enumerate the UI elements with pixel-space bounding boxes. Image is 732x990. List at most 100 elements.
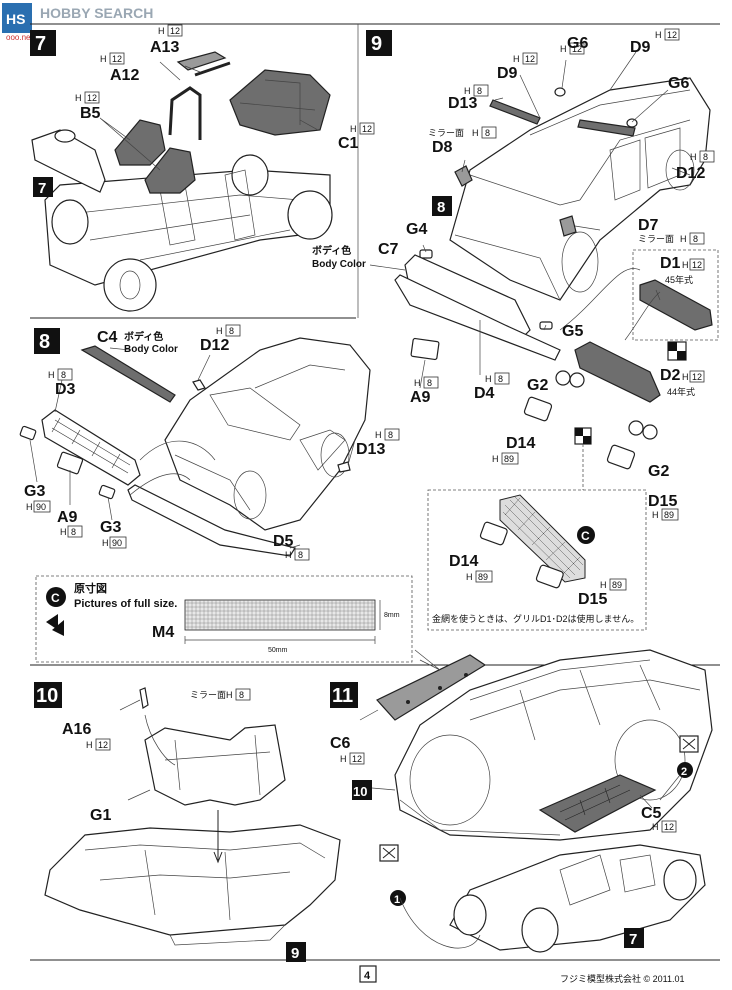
svg-text:C6: C6 — [330, 735, 351, 752]
svg-text:H: H — [102, 538, 109, 548]
label-d14b: D14 H 89 — [449, 553, 493, 583]
svg-text:A9: A9 — [410, 389, 431, 406]
lamp-g2-a — [555, 370, 571, 386]
ref-step-7b — [624, 928, 644, 948]
svg-text:D3: D3 — [55, 381, 76, 398]
watermark: HS HOBBY SEARCH ooo.net — [2, 3, 153, 42]
svg-text:G2: G2 — [527, 377, 548, 394]
svg-text:12: 12 — [352, 754, 362, 764]
mesh-detail: C D14 H 89 D15 H 89 金網を使うときは、グリルD1･D2は使用… — [427, 427, 647, 631]
svg-text:12: 12 — [664, 822, 674, 832]
svg-text:1: 1 — [394, 894, 400, 906]
svg-text:D15: D15 — [648, 493, 677, 510]
step-10-badge — [34, 682, 62, 708]
svg-text:D9: D9 — [630, 39, 651, 56]
svg-text:89: 89 — [504, 454, 514, 464]
svg-text:D12: D12 — [200, 337, 229, 354]
interior-g1 — [144, 724, 286, 806]
svg-text:H: H — [26, 502, 33, 512]
mirror-a16 — [139, 687, 149, 709]
svg-text:D15: D15 — [578, 591, 607, 608]
svg-text:G6: G6 — [668, 75, 689, 92]
label-c1: H 12 C1 — [338, 122, 375, 152]
svg-text:G3: G3 — [24, 483, 45, 500]
wheel-front-left — [103, 258, 157, 312]
width-label: 50mm — [268, 647, 288, 654]
lamp-g2-b — [628, 420, 644, 436]
svg-text:7: 7 — [629, 931, 637, 948]
seat-b5-left — [114, 119, 166, 166]
glue-icon — [679, 735, 699, 753]
wheel-front-right — [51, 199, 89, 245]
label-g2b: G2 — [648, 463, 669, 480]
label-d13b: H 8 D13 — [356, 428, 400, 458]
svg-text:C1: C1 — [338, 135, 359, 152]
watermark-text: HOBBY SEARCH — [40, 5, 153, 21]
svg-text:H: H — [655, 30, 662, 40]
svg-text:45年式: 45年式 — [665, 274, 693, 285]
step-10: 10 ミラー面 H 8 A16 H 12 G1 — [34, 682, 341, 962]
label-g5: G5 — [562, 323, 583, 340]
svg-text:H: H — [75, 93, 82, 103]
svg-text:H: H — [60, 527, 67, 537]
label-d4: H 8 D4 — [474, 372, 510, 402]
svg-text:G3: G3 — [100, 519, 121, 536]
label-c5: C5 H 12 — [641, 805, 677, 833]
label-d9a: H 12 D9 — [630, 28, 680, 56]
svg-text:12: 12 — [87, 93, 97, 103]
footer: 4 フジミ模型株式会社 © 2011.01 — [359, 965, 685, 984]
seq-2 — [677, 762, 693, 778]
label-g1: G1 — [90, 807, 111, 824]
svg-text:D5: D5 — [273, 533, 294, 550]
svg-text:H: H — [466, 572, 473, 582]
step-9-badge — [366, 30, 392, 56]
svg-text:H: H — [492, 454, 499, 464]
part-d13 — [337, 461, 351, 473]
grille-d3 — [41, 409, 141, 486]
label-d5: D5 H 8 — [273, 533, 310, 561]
svg-text:G4: G4 — [406, 221, 427, 238]
page-number: 4 — [364, 970, 371, 982]
page-number-box — [359, 965, 377, 983]
svg-text:89: 89 — [664, 510, 674, 520]
svg-text:H: H — [600, 580, 607, 590]
body-underside — [44, 824, 341, 936]
label-a9a: H 8 A9 — [410, 376, 439, 406]
svg-text:12: 12 — [692, 372, 702, 382]
fullsize-marker — [46, 587, 66, 607]
svg-text:12: 12 — [98, 740, 108, 750]
svg-text:12: 12 — [525, 54, 535, 64]
label-d15b: D15 H 89 — [578, 578, 627, 608]
svg-text:8: 8 — [388, 430, 393, 440]
svg-text:12: 12 — [362, 124, 372, 134]
svg-text:G5: G5 — [562, 323, 583, 340]
svg-text:D12: D12 — [676, 165, 705, 182]
svg-text:12: 12 — [170, 26, 180, 36]
svg-text:ボディ色: ボディ色 — [312, 244, 351, 257]
lens-d14-b — [479, 521, 508, 546]
svg-text:H: H — [86, 740, 93, 750]
svg-text:H: H — [680, 234, 687, 244]
roll-bar-a13 — [176, 51, 227, 71]
lens-d15 — [606, 444, 636, 470]
step-8-badge — [34, 328, 60, 354]
svg-text:12: 12 — [692, 260, 702, 270]
mesh-box — [427, 489, 647, 631]
svg-text:B5: B5 — [80, 105, 101, 122]
logo-glyph: HS — [6, 11, 25, 27]
wiper-d13 — [489, 99, 541, 125]
mirror-d8 — [454, 165, 473, 187]
svg-text:D13: D13 — [448, 95, 477, 112]
svg-text:C: C — [581, 529, 590, 543]
svg-text:ミラー面: ミラー面 — [638, 234, 674, 244]
svg-text:A13: A13 — [150, 39, 179, 56]
height-label: 8mm — [384, 612, 400, 619]
svg-text:C: C — [51, 591, 60, 605]
svg-text:44年式: 44年式 — [667, 386, 695, 397]
svg-text:H: H — [690, 152, 697, 162]
label-d12b: H 8 D12 — [200, 324, 241, 354]
step-11-badge — [330, 682, 358, 708]
label-d12a: H 8 D12 — [676, 150, 715, 182]
svg-text:H: H — [485, 374, 492, 384]
label-d7: D7 ミラー面 H 8 — [638, 217, 705, 245]
